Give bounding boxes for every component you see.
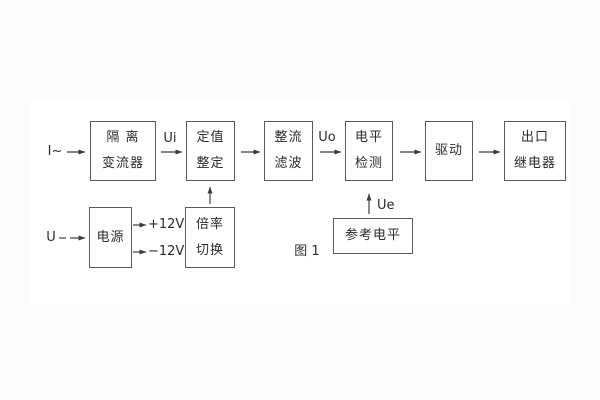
power-supply-box: 电源 <box>89 207 132 268</box>
input-voltage-label: U <box>46 230 56 245</box>
isolation-transformer-line2: 变流器 <box>101 156 144 171</box>
ratio-switch-box: 倍率 切换 <box>185 207 235 268</box>
level-detect-box: 电平 检测 <box>345 121 393 181</box>
ratio-switch-line2: 切换 <box>195 242 224 258</box>
figure-caption: 图 1 <box>294 244 320 259</box>
signal-ue-label: Ue <box>377 198 395 213</box>
minus-12v-label: −12V <box>148 244 185 259</box>
signal-ui-label: Ui <box>163 131 177 146</box>
level-detect-line1: 电平 <box>354 130 383 145</box>
setpoint-adjust-line1: 定值 <box>196 130 225 145</box>
signal-uo-label: Uo <box>318 130 336 145</box>
drive-box: 驱动 <box>425 121 473 181</box>
input-current-label: I~ <box>47 144 63 159</box>
output-relay-line2: 继电器 <box>513 156 556 171</box>
rectifier-filter-box: 整流 滤波 <box>264 121 313 181</box>
isolation-transformer-box: 隔 离 变流器 <box>90 121 156 181</box>
ratio-switch-line1: 倍率 <box>195 216 224 232</box>
drive-label: 驱动 <box>434 143 463 158</box>
rectifier-filter-line2: 滤波 <box>274 156 303 171</box>
setpoint-adjust-box: 定值 整定 <box>186 121 235 181</box>
power-supply-label: 电源 <box>96 229 125 245</box>
isolation-transformer-line1: 隔 离 <box>106 130 140 145</box>
plus-12v-label: +12V <box>148 217 185 232</box>
setpoint-adjust-line2: 整定 <box>196 156 225 171</box>
output-relay-line1: 出口 <box>520 130 549 145</box>
level-detect-line2: 检测 <box>354 156 383 171</box>
output-relay-box: 出口 继电器 <box>504 121 566 181</box>
reference-level-label: 参考电平 <box>344 228 401 243</box>
reference-level-box: 参考电平 <box>333 218 413 254</box>
rectifier-filter-line1: 整流 <box>274 130 303 145</box>
